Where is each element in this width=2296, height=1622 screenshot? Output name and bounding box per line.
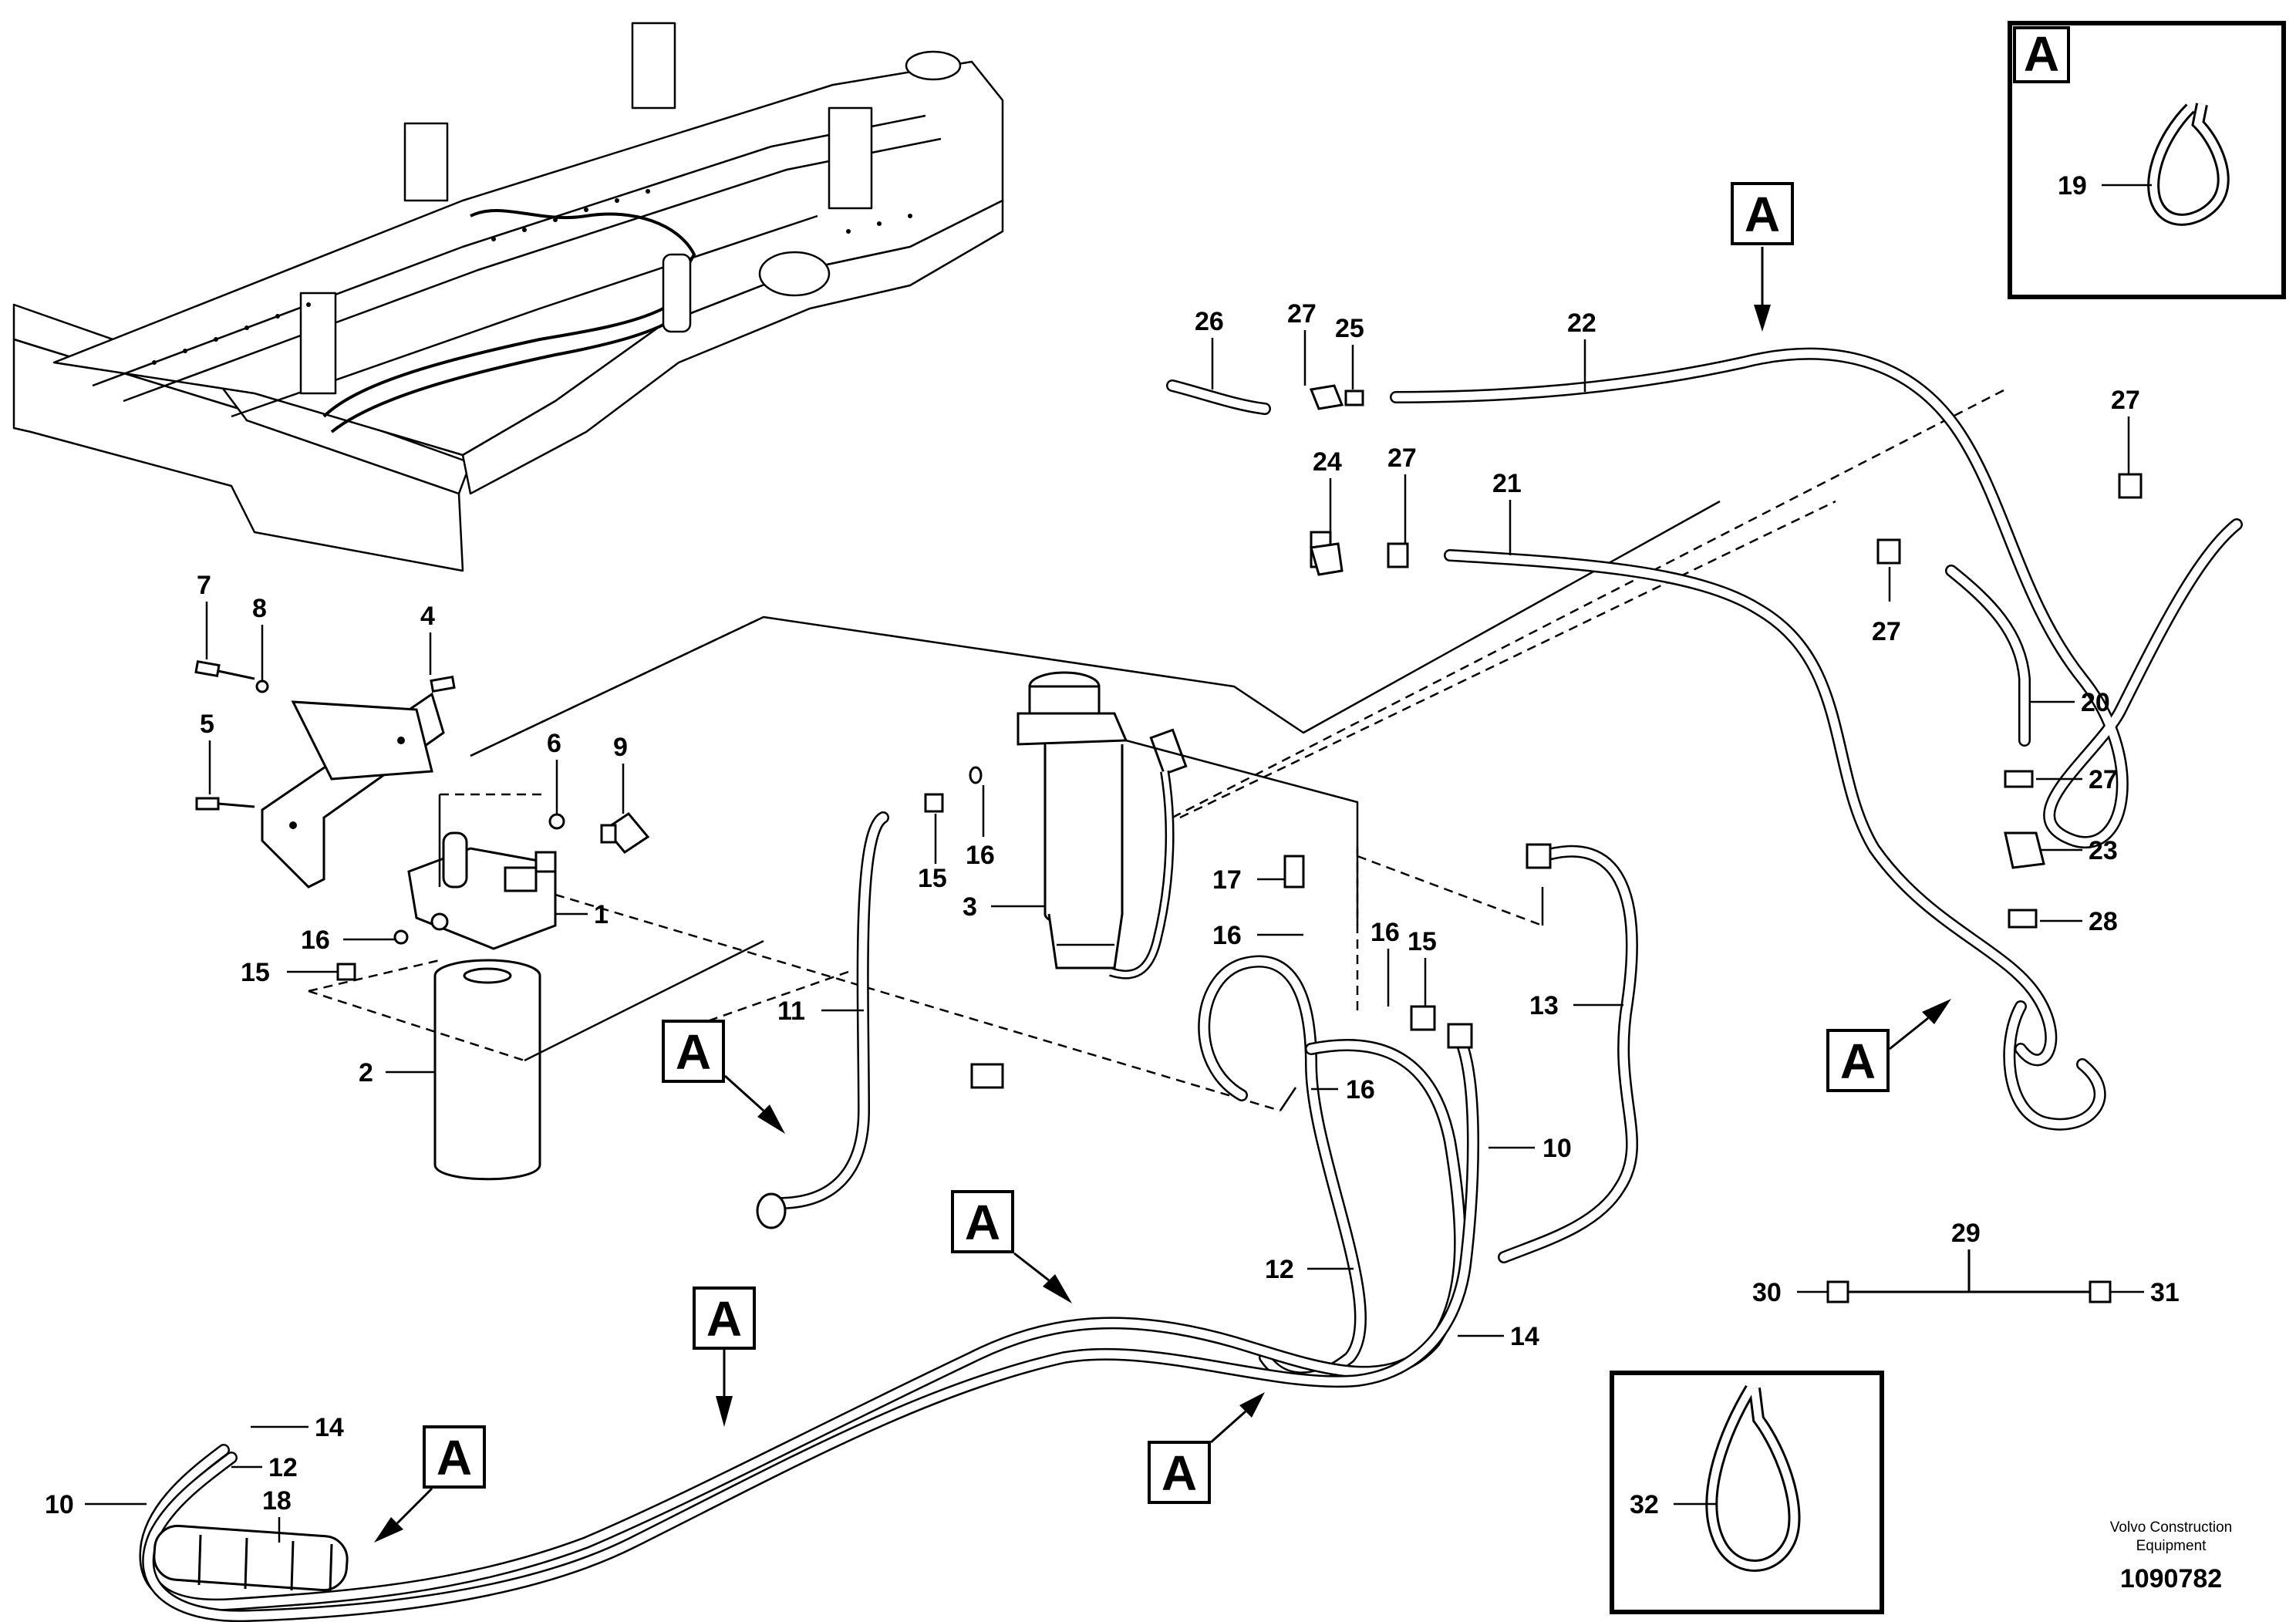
- marker-A-top: A: [1731, 182, 1794, 332]
- brand-line-1: Volvo Construction: [2110, 1519, 2232, 1536]
- callout-27: 27: [1287, 299, 1317, 329]
- callout-25: 25: [1335, 314, 1364, 343]
- callout-16: 16: [1346, 1075, 1375, 1104]
- marker-A-mid: A: [951, 1190, 1072, 1303]
- callout-4: 4: [420, 602, 435, 631]
- marker-A-lower-left: A: [374, 1425, 486, 1543]
- callout-28: 28: [2089, 907, 2118, 936]
- chassis-frame-illustration: [12, 22, 1004, 572]
- marker-A-text: A: [676, 1024, 711, 1080]
- callout-5: 5: [200, 710, 214, 739]
- callout-16: 16: [966, 841, 995, 870]
- callout-20: 20: [2081, 688, 2110, 717]
- callout-2: 2: [359, 1058, 373, 1088]
- callouts: 1 2 3 4 5 6 7 8 9 10 10 11 12: [45, 171, 2180, 1543]
- sensor-and-fittings: [336, 812, 650, 981]
- brand-line-2: Equipment: [2136, 1538, 2207, 1554]
- marker-A-text: A: [2024, 26, 2059, 82]
- callout-31: 31: [2150, 1278, 2180, 1307]
- callout-11: 11: [777, 996, 805, 1026]
- right-side-fittings: [756, 384, 2143, 1229]
- document-number: 1090782: [2120, 1564, 2222, 1593]
- callout-24: 24: [1313, 447, 1342, 477]
- callout-22: 22: [1567, 309, 1596, 338]
- marker-A-right: A: [1826, 999, 1951, 1092]
- callout-1: 1: [594, 900, 609, 929]
- water-separator-assembly: [924, 671, 1188, 980]
- callout-15: 15: [241, 958, 270, 987]
- callout-30: 30: [1752, 1278, 1782, 1307]
- marker-A-text: A: [1161, 1445, 1197, 1501]
- marker-A-bottom: A: [1148, 1392, 1265, 1504]
- marker-A-text: A: [1840, 1034, 1876, 1089]
- callout-16: 16: [301, 926, 330, 955]
- marker-A-text: A: [706, 1291, 742, 1347]
- callout-14: 14: [315, 1413, 344, 1442]
- callout-19: 19: [2058, 171, 2087, 201]
- callout-23: 23: [2089, 836, 2118, 865]
- kit-schematic-29: [1826, 1249, 2112, 1303]
- callout-8: 8: [252, 594, 267, 623]
- fuel-filter-element: [433, 959, 541, 1181]
- callout-17: 17: [1212, 865, 1242, 895]
- callout-16: 16: [1212, 921, 1242, 950]
- callout-12: 12: [268, 1453, 298, 1482]
- callout-15: 15: [1408, 927, 1437, 956]
- callout-27: 27: [1387, 443, 1417, 473]
- marker-A-text: A: [437, 1430, 472, 1485]
- callout-16: 16: [1371, 918, 1400, 947]
- assembly-guide-lines: [308, 388, 2006, 1112]
- callout-27: 27: [1872, 617, 1901, 646]
- callout-26: 26: [1195, 307, 1224, 336]
- callout-7: 7: [197, 571, 211, 600]
- callout-10: 10: [45, 1490, 74, 1519]
- callout-9: 9: [613, 733, 628, 762]
- marker-A-text: A: [965, 1195, 1000, 1250]
- hose-routing: [139, 347, 2243, 1622]
- callout-27: 27: [2089, 765, 2118, 794]
- filter-head: [407, 831, 557, 950]
- callout-15: 15: [918, 864, 947, 893]
- callout-12: 12: [1265, 1255, 1294, 1284]
- callout-14: 14: [1510, 1322, 1539, 1351]
- callout-32: 32: [1630, 1490, 1659, 1519]
- marker-A-text: A: [1745, 187, 1780, 242]
- callout-6: 6: [547, 729, 561, 758]
- callout-18: 18: [262, 1486, 292, 1516]
- callout-3: 3: [963, 892, 977, 922]
- callout-21: 21: [1492, 469, 1522, 498]
- callout-29: 29: [1951, 1219, 1981, 1248]
- marker-A-left: A: [662, 1020, 785, 1134]
- marker-A-inset-top: A: [2008, 21, 2286, 299]
- callout-27: 27: [2111, 386, 2140, 415]
- callout-10: 10: [1542, 1134, 1572, 1163]
- marker-A-lower-center: A: [693, 1286, 756, 1427]
- inset-clamp-32: [1610, 1371, 1884, 1614]
- bracket-assembly: [194, 659, 456, 889]
- callout-13: 13: [1529, 991, 1559, 1020]
- footer: Volvo Construction Equipment 1090782: [2110, 1519, 2232, 1593]
